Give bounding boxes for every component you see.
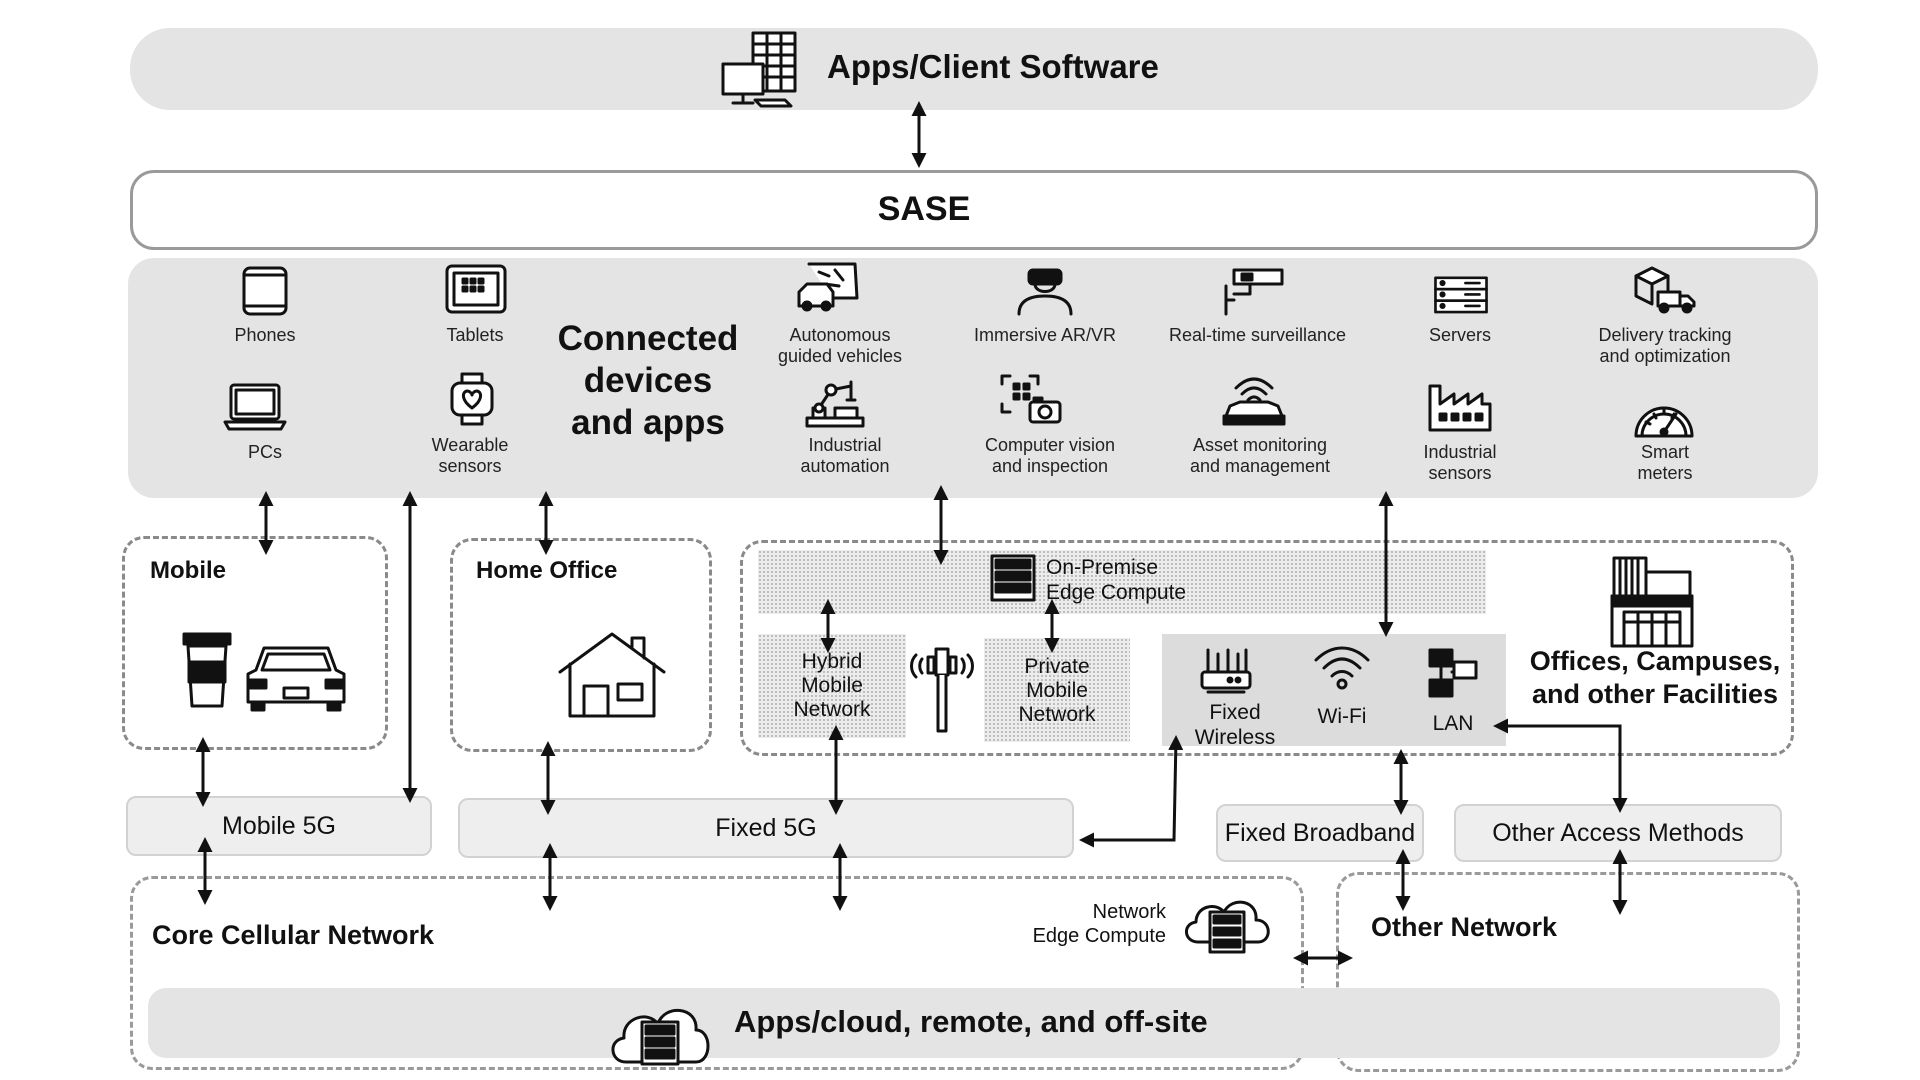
connected-devices-band <box>128 258 1818 498</box>
edge-server-icon <box>990 554 1036 602</box>
cv-label-1: Computer vision <box>984 435 1116 455</box>
hybrid-line-2: Mobile <box>801 674 863 697</box>
smart-meters-label-2: meters <box>1637 463 1693 483</box>
phones-label: Phones <box>234 325 296 345</box>
offices-line-1: Offices, Campuses, <box>1529 646 1781 676</box>
network-edge-line-1: Network <box>1092 901 1166 923</box>
home-office-title: Home Office <box>476 557 618 584</box>
office-building-icon <box>1610 556 1694 648</box>
server-rack-icon <box>1434 276 1488 314</box>
on-prem-line-2: Edge Compute <box>1046 581 1187 604</box>
autonomous-vehicle-icon <box>797 262 859 312</box>
network-edge-line-2: Edge Compute <box>1032 925 1166 947</box>
arrow-fixedwireless-fixed5g <box>1079 735 1184 848</box>
cloud-band <box>148 988 1780 1058</box>
sase-title: SASE <box>877 190 971 228</box>
connected-title-line-1: Connected <box>557 319 739 358</box>
vr-headset-icon <box>1017 268 1073 316</box>
private-line-1: Private <box>1024 655 1090 678</box>
network-edge-label: Network Edge Compute <box>950 900 1166 948</box>
asset-label-2: and management <box>1189 456 1331 476</box>
core-network-box <box>130 876 1304 1070</box>
smartwatch-icon <box>450 372 494 426</box>
mobile-box <box>122 536 388 750</box>
house-icon <box>558 632 666 718</box>
on-prem-label: On-Premise Edge Compute <box>1046 555 1186 605</box>
apps-client-title: Apps/Client Software <box>827 48 1159 85</box>
asset-monitoring-icon <box>1222 377 1286 426</box>
cloud-storage-icon <box>611 1008 710 1066</box>
phone-icon <box>242 266 288 316</box>
wifi-icon <box>1314 646 1370 690</box>
wifi-label: Wi-Fi <box>1317 705 1367 728</box>
client-software-icon <box>721 31 797 108</box>
private-line-3: Network <box>1018 703 1096 726</box>
core-network-title: Core Cellular Network <box>152 920 435 950</box>
private-label: Private Mobile Network <box>984 655 1130 727</box>
mobile-5g-box: Mobile 5G <box>126 796 432 856</box>
other-network-title: Other Network <box>1371 912 1558 942</box>
industrial-sensors-label-1: Industrial <box>1423 442 1497 462</box>
agv-label-1: Autonomous <box>789 325 891 345</box>
pcs-label: PCs <box>247 442 282 462</box>
connected-title-line-2: devices <box>583 361 713 400</box>
lan-label: LAN <box>1432 712 1474 735</box>
fixed-5g-box: Fixed 5G <box>458 798 1074 858</box>
private-line-2: Mobile <box>1026 679 1088 702</box>
fixed-wireless-line-1: Fixed <box>1209 701 1261 724</box>
tablets-label: Tablets <box>446 325 504 345</box>
arrow-lan-otheraccess <box>1493 718 1628 813</box>
robotic-arm-icon <box>805 380 865 428</box>
fixed-wireless-line-2: Wireless <box>1194 726 1276 749</box>
mobile-title: Mobile <box>150 557 226 584</box>
cv-label-2: and inspection <box>991 456 1109 476</box>
hybrid-line-1: Hybrid <box>801 650 863 673</box>
hybrid-label: Hybrid Mobile Network <box>758 650 906 722</box>
wearable-label-1: Wearable <box>431 435 509 455</box>
coffee-cup-icon <box>182 632 232 708</box>
security-camera-icon <box>1224 268 1284 316</box>
agv-label-2: guided vehicles <box>777 346 903 366</box>
smart-meters-label-1: Smart <box>1640 442 1689 462</box>
cloud-title: Apps/cloud, remote, and off-site <box>734 1004 1208 1039</box>
tablet-icon <box>445 264 507 314</box>
arvr-label: Immersive AR/VR <box>973 325 1117 345</box>
gauge-meter-icon <box>1634 406 1694 438</box>
on-prem-line-1: On-Premise <box>1046 556 1159 579</box>
private-mobile-box <box>984 638 1130 742</box>
delivery-label-2: and optimization <box>1599 346 1731 366</box>
lan-network-icon <box>1428 648 1478 698</box>
sase-box <box>130 170 1818 250</box>
on-prem-bar <box>758 550 1486 614</box>
cell-tower-icon <box>910 647 974 733</box>
computer-vision-icon <box>1000 374 1062 424</box>
connected-title: Connected devices and apps <box>548 318 748 444</box>
industrial-automation-label-1: Industrial <box>808 435 882 455</box>
offices-line-2: and other Facilities <box>1531 679 1779 709</box>
laptop-icon <box>223 383 287 431</box>
factory-icon <box>1428 384 1492 432</box>
offices-title: Offices, Campuses, and other Facilities <box>1510 645 1800 711</box>
offices-box <box>740 540 1794 756</box>
wearable-label-2: sensors <box>438 456 502 476</box>
fixed-wireless-router-icon <box>1200 648 1252 694</box>
connected-title-line-3: and apps <box>571 403 725 442</box>
fixed-wireless-label: Fixed Wireless <box>1180 700 1290 750</box>
other-network-box <box>1336 872 1800 1072</box>
delivery-truck-icon <box>1634 266 1696 314</box>
delivery-label-1: Delivery tracking <box>1598 325 1732 345</box>
cloud-server-icon <box>1185 900 1270 954</box>
surveillance-label: Real-time surveillance <box>1168 325 1347 345</box>
apps-client-band <box>130 28 1818 110</box>
hybrid-line-3: Network <box>793 698 871 721</box>
asset-label-1: Asset monitoring <box>1192 435 1328 455</box>
industrial-automation-label-2: automation <box>800 456 890 476</box>
servers-label: Servers <box>1428 325 1491 345</box>
industrial-sensors-label-2: sensors <box>1428 463 1492 483</box>
car-icon <box>246 646 346 712</box>
home-office-box <box>450 538 712 752</box>
fixed-broadband-box: Fixed Broadband <box>1216 804 1424 862</box>
